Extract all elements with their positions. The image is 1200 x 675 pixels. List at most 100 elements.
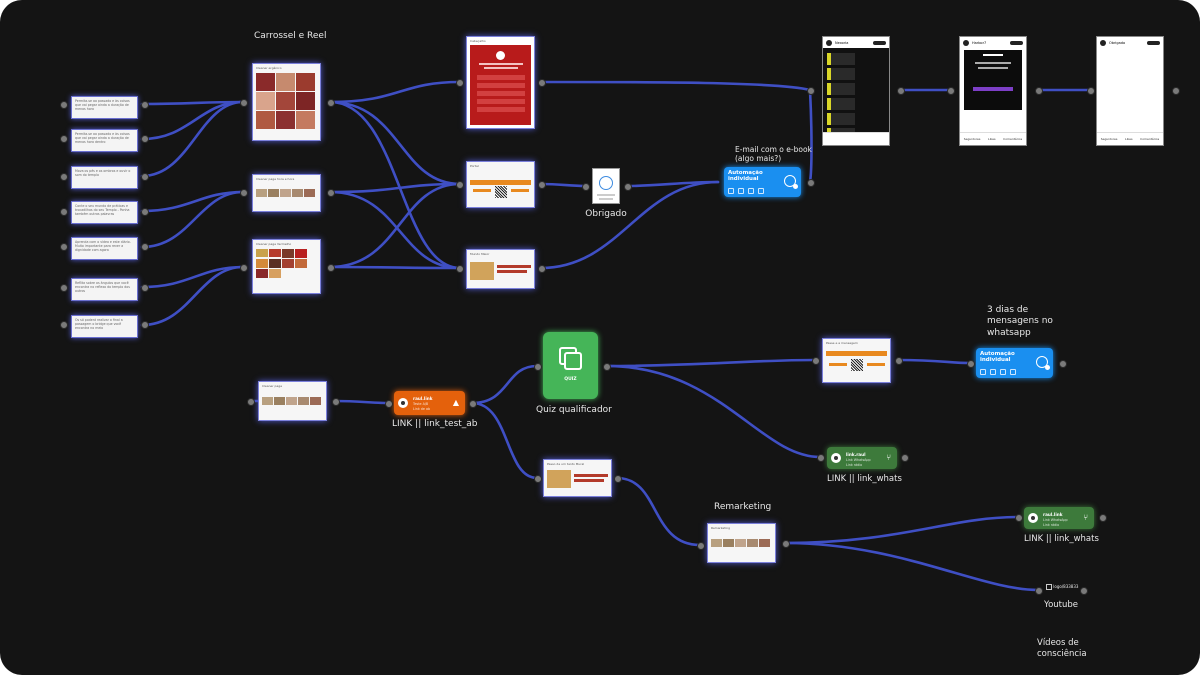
follow-button [1010,40,1023,45]
connection-port[interactable] [967,360,975,368]
connection-port[interactable] [327,99,335,107]
connection-port[interactable] [614,475,622,483]
connection-port[interactable] [603,363,611,371]
text-post-content: Reflita sobre os ângulos que você encont… [75,281,130,293]
whatsapp-days-label: 3 dias de mensagens no whatsapp [987,305,1053,338]
connection-port[interactable] [141,101,149,109]
connection-port[interactable] [897,87,905,95]
remarketing-page-thumb[interactable]: Remarketing [707,523,776,563]
connection-port[interactable] [240,189,248,197]
text-post-card[interactable]: Conte o seu mundo de práticas e trocadil… [71,201,138,224]
landing-page-thumb[interactable]: Portal [466,161,535,208]
connection-port[interactable] [141,173,149,181]
connection-port[interactable] [901,454,909,462]
text-post-card[interactable]: Permita-se ao passado e às coisas que va… [71,96,138,119]
connection-port[interactable] [947,87,955,95]
phone-post [964,50,1022,110]
automation-node[interactable]: Automação individual [724,167,801,197]
connection-port[interactable] [385,400,393,408]
connection-port[interactable] [812,357,820,365]
connection-port[interactable] [1015,514,1023,522]
link-test-ab-node[interactable]: raul.link Teste A/B Link de ab ▲ [394,391,465,415]
connection-port[interactable] [895,357,903,365]
carrossel-page-thumb[interactable]: Cleaner ergânico [252,63,321,141]
instagram-phone-mockup[interactable]: Nexoria [822,36,890,146]
connection-port[interactable] [582,183,590,191]
connection-port[interactable] [1087,87,1095,95]
photo-grid [253,72,320,130]
connection-port[interactable] [534,475,542,483]
text-post-card[interactable]: Reflita sobre os ângulos que você encont… [71,278,138,301]
qr-code [495,186,507,198]
quiz-node[interactable]: QUIZ [543,332,598,399]
link-whats-node[interactable]: raul.link Link WhatsApp Link rádio ⑂ [1024,507,1094,529]
connection-port[interactable] [1059,360,1067,368]
connection-port[interactable] [538,181,546,189]
connection-port[interactable] [60,321,68,329]
wire [470,364,539,405]
instagram-phone-mockup[interactable]: Obrigado Seguidores Likes Comentários [1096,36,1164,146]
text-post-card[interactable]: Os só poderá realizar o final a passagem… [71,315,138,338]
connection-port[interactable] [538,79,546,87]
connection-port[interactable] [1172,87,1180,95]
connection-port[interactable] [60,284,68,292]
footer-stat: Seguidores [1100,137,1118,141]
connection-port[interactable] [247,398,255,406]
connection-port[interactable] [456,265,464,273]
connection-port[interactable] [141,321,149,329]
connection-port[interactable] [469,400,477,408]
carrossel-page-thumb[interactable]: Cleaner page Vermelho [252,239,321,294]
yellow-page-thumb[interactable]: Passo de um tanto Mural [543,459,612,497]
connection-port[interactable] [538,265,546,273]
landing-page-thumb[interactable]: Cabeçalho [466,36,535,129]
instagram-phone-mockup[interactable]: Harbor7 Seguidores Likes Comentários [959,36,1027,146]
connection-port[interactable] [456,181,464,189]
link-whats-node[interactable]: link.raul Link WhatsApp Link rádio ⑂ [827,447,897,469]
text-post-card[interactable]: Permita-se ao passado e às coisas que va… [71,129,138,152]
connection-port[interactable] [60,208,68,216]
link-type: Link WhatsApp [1043,518,1068,522]
orange-chip [511,189,529,192]
connection-port[interactable] [807,179,815,187]
orange-banner [826,351,887,356]
wire [783,541,1040,592]
connection-port[interactable] [240,264,248,272]
carrossel-page-thumb[interactable]: Cleaner page hora e hora [252,174,321,212]
connection-port[interactable] [624,183,632,191]
connection-port[interactable] [1035,87,1043,95]
connection-port[interactable] [817,454,825,462]
connection-port[interactable] [60,243,68,251]
connection-port[interactable] [60,135,68,143]
automation-node[interactable]: Automação individual [976,348,1053,378]
connection-port[interactable] [141,284,149,292]
text-post-card[interactable]: Aprenda com o vídeo e este diário. Muito… [71,237,138,260]
connection-port[interactable] [141,243,149,251]
connection-port[interactable] [1099,514,1107,522]
connection-port[interactable] [60,101,68,109]
connection-port[interactable] [697,542,705,550]
page-thumb[interactable]: Cleaner page [258,381,327,421]
connection-port[interactable] [240,99,248,107]
connection-port[interactable] [141,208,149,216]
profile-name: Harbor7 [972,40,987,45]
connection-port[interactable] [327,189,335,197]
text-post-card[interactable]: Mova os pés e os ombros e ouvir o som do… [71,166,138,189]
connection-port[interactable] [332,398,340,406]
connection-port[interactable] [60,173,68,181]
landing-page-thumb[interactable]: Mundo Maior [466,249,535,289]
quiz-result-page-thumb[interactable]: Passe e a mensagem [822,338,891,383]
phone-feed [823,48,889,145]
wire [539,180,720,270]
obrigado-page-thumb[interactable] [592,168,620,204]
youtube-image-placeholder[interactable]: logo/833833 [1046,584,1078,590]
connection-port[interactable] [456,79,464,87]
connection-port[interactable] [141,135,149,143]
connection-port[interactable] [782,540,790,548]
text-post-content: Aprenda com o vídeo e este diário. Muito… [75,240,131,252]
connection-port[interactable] [534,363,542,371]
connection-port[interactable] [1080,587,1088,595]
connection-port[interactable] [327,264,335,272]
connection-port[interactable] [807,87,815,95]
connection-port[interactable] [1035,587,1043,595]
